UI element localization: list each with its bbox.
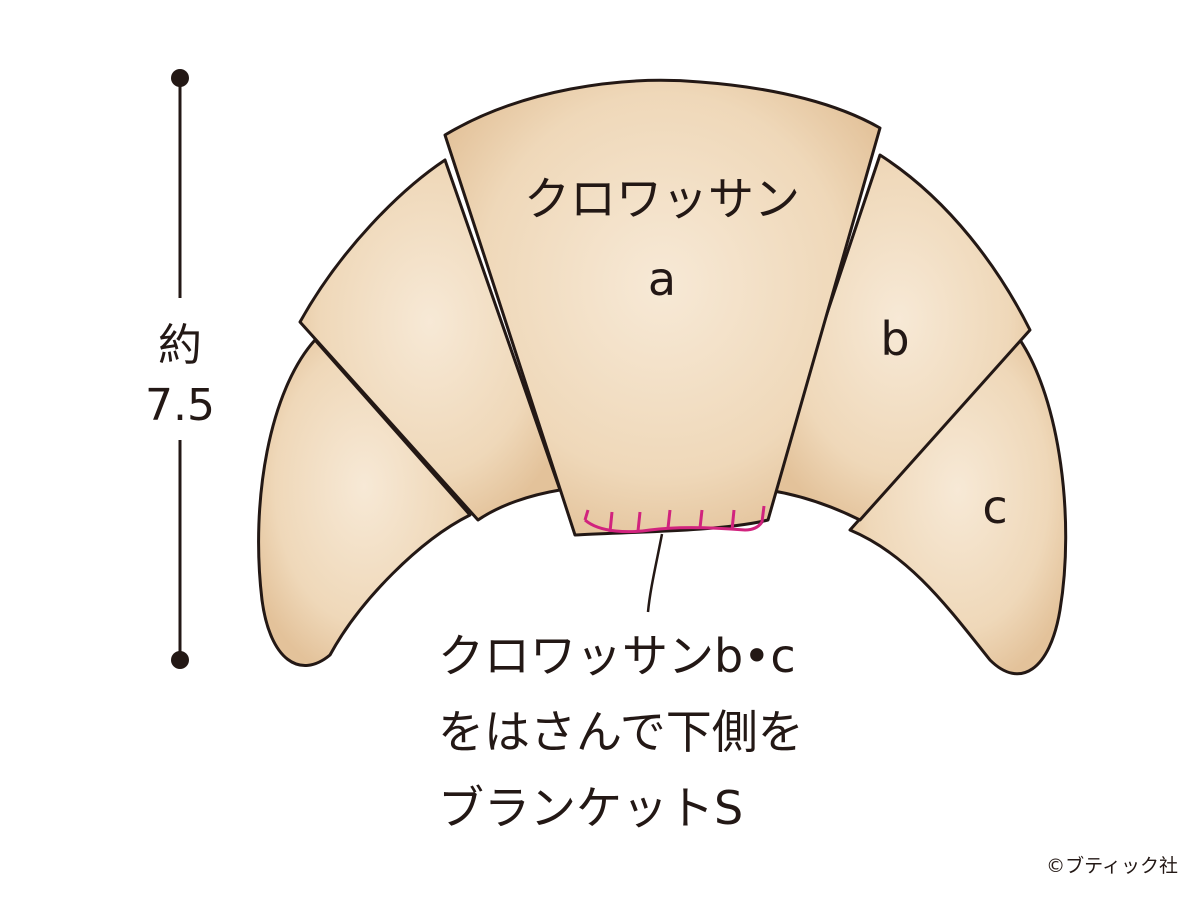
piece-b-letter: b [880,312,909,366]
croissant-piece-a [443,78,882,537]
croissant-piece-b [766,153,1032,522]
note-line-1: クロワッサンb•c [438,629,796,683]
dimension-prefix: 約 [158,320,202,371]
dimension-endpoint-top [171,69,189,87]
dimension-indicator: 約 7.5 [145,69,215,669]
dimension-endpoint-bottom [171,651,189,669]
note-line-3: ブランケットS [438,781,743,835]
croissant-piece-c-left [257,338,472,667]
copyright-credit: ©ブティック社 [1046,854,1178,877]
blanket-stitch [583,505,766,534]
croissant-piece-b-left [298,158,562,522]
note-line-2: をはさんで下側を [438,705,804,759]
dimension-value: 7.5 [145,380,215,431]
croissant-piece-c [848,338,1068,676]
note-leader-line [646,533,664,613]
piece-a-name: クロワッサン [524,172,800,226]
piece-a-letter: a [648,252,676,306]
piece-c-letter: c [982,480,1007,534]
